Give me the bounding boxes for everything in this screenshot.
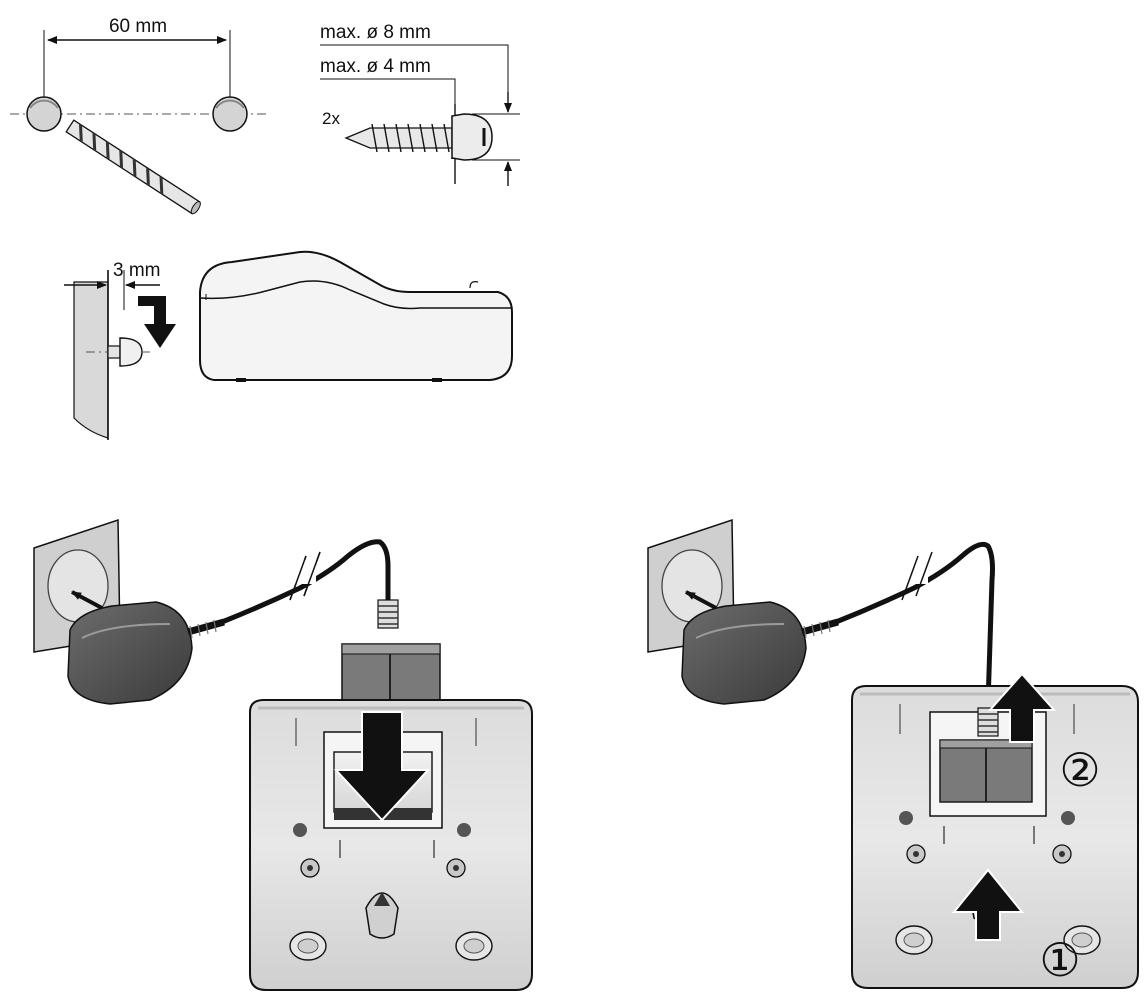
base-station-icon [851,685,1139,989]
connect-cable-panel [33,518,533,991]
down-arrow-icon [333,711,431,822]
wall-gap-panel: 3 mm [64,250,513,440]
drill-hole-icon [26,96,62,132]
remove-cable-panel: ② ① [647,518,1139,989]
phone-cable [835,541,995,705]
head-diameter-label: max. ø 8 mm [320,22,431,43]
drill-bit-icon [65,119,201,215]
drill-hole-icon [212,96,248,132]
screw-head-icon [107,337,143,367]
power-adapter-icon [681,601,839,705]
up-arrow-icon [951,868,1025,941]
power-adapter-icon [67,601,225,705]
up-arrow-icon [987,672,1057,743]
wall-section [73,281,109,439]
base-station-side-view [199,250,513,382]
quantity-label: 2x [322,109,340,128]
screw-spec-panel: max. ø 8 mm max. ø 4 mm 2x [320,22,520,186]
wall-gap-label: 3 mm [113,260,161,281]
down-arrow-icon [138,296,176,348]
screw-icon [344,113,493,161]
step-one-marker: ① [1039,934,1080,986]
hole-spacing-label: 60 mm [109,16,167,37]
rj-plug-icon [377,599,399,629]
hole-spacing-panel: 60 mm [10,16,270,215]
phone-cable [221,539,391,625]
shank-diameter-label: max. ø 4 mm [320,56,431,77]
step-two-marker: ② [1059,744,1100,796]
rj-plug-icon [977,707,999,737]
cable-connector [939,739,1033,803]
